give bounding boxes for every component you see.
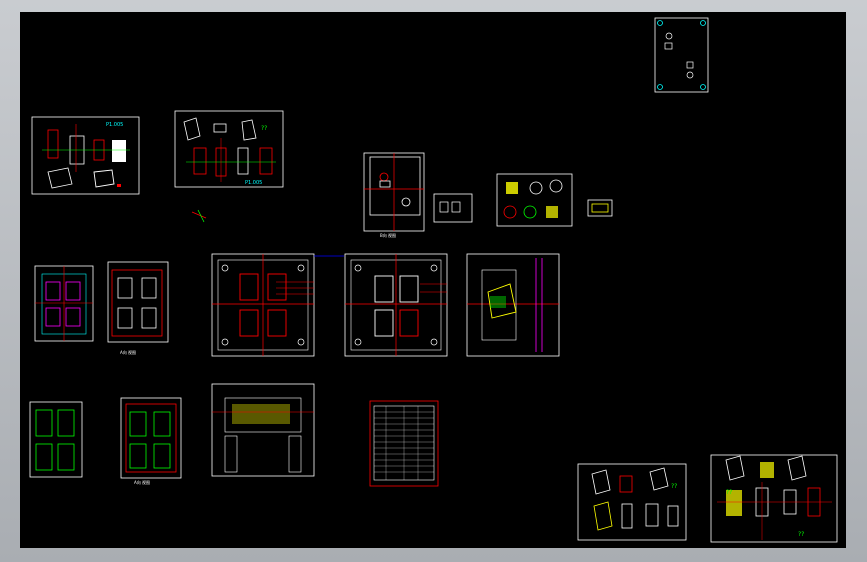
sheet-small-3[interactable] bbox=[587, 199, 613, 217]
qmark-label: ?? bbox=[726, 489, 732, 496]
sheet-small-2[interactable] bbox=[496, 173, 573, 227]
sheet-part-3[interactable]: ?? bbox=[577, 463, 687, 541]
sheet-bom-table[interactable] bbox=[369, 400, 439, 487]
part-number-label: P1.005 bbox=[245, 180, 262, 186]
sheet-cavity-plate-1[interactable] bbox=[34, 265, 94, 342]
qmark-label: ?? bbox=[261, 125, 267, 132]
sheet-part-2[interactable]: ?? P1.005 bbox=[174, 110, 284, 188]
sheet-cavity-plate-4[interactable]: A向 视图 bbox=[120, 397, 182, 485]
qmark-label: ?? bbox=[671, 483, 677, 490]
sheet-small-1[interactable] bbox=[433, 193, 473, 223]
part-number-label: P1.005 bbox=[106, 122, 123, 128]
sheet-section-view[interactable] bbox=[466, 253, 560, 357]
sheet-cavity-plate-2[interactable]: A向 视图 bbox=[107, 261, 169, 355]
qmark-label: ?? bbox=[798, 531, 804, 538]
cad-model-space[interactable]: P1.005 ?? P1.005 bbox=[20, 12, 846, 548]
sheet-cavity-plate-3[interactable] bbox=[29, 401, 83, 478]
loose-annotation bbox=[191, 209, 207, 223]
view-label: A向 视图 bbox=[120, 349, 136, 355]
sheet-top-right[interactable] bbox=[654, 17, 709, 93]
sheet-mold-side-view[interactable] bbox=[211, 383, 315, 477]
sheet-mold-base-1[interactable] bbox=[211, 253, 344, 357]
sheet-part-4[interactable]: ?? ?? bbox=[710, 454, 838, 543]
drawing-canvas[interactable]: P1.005 ?? P1.005 bbox=[20, 12, 846, 548]
view-label: B向 视图 bbox=[380, 232, 396, 238]
view-label: A向 视图 bbox=[134, 479, 150, 485]
sheet-plate-top[interactable]: B向 视图 bbox=[363, 152, 425, 238]
sheet-mold-base-2[interactable] bbox=[344, 253, 448, 357]
sheet-part-1[interactable]: P1.005 bbox=[31, 116, 140, 195]
